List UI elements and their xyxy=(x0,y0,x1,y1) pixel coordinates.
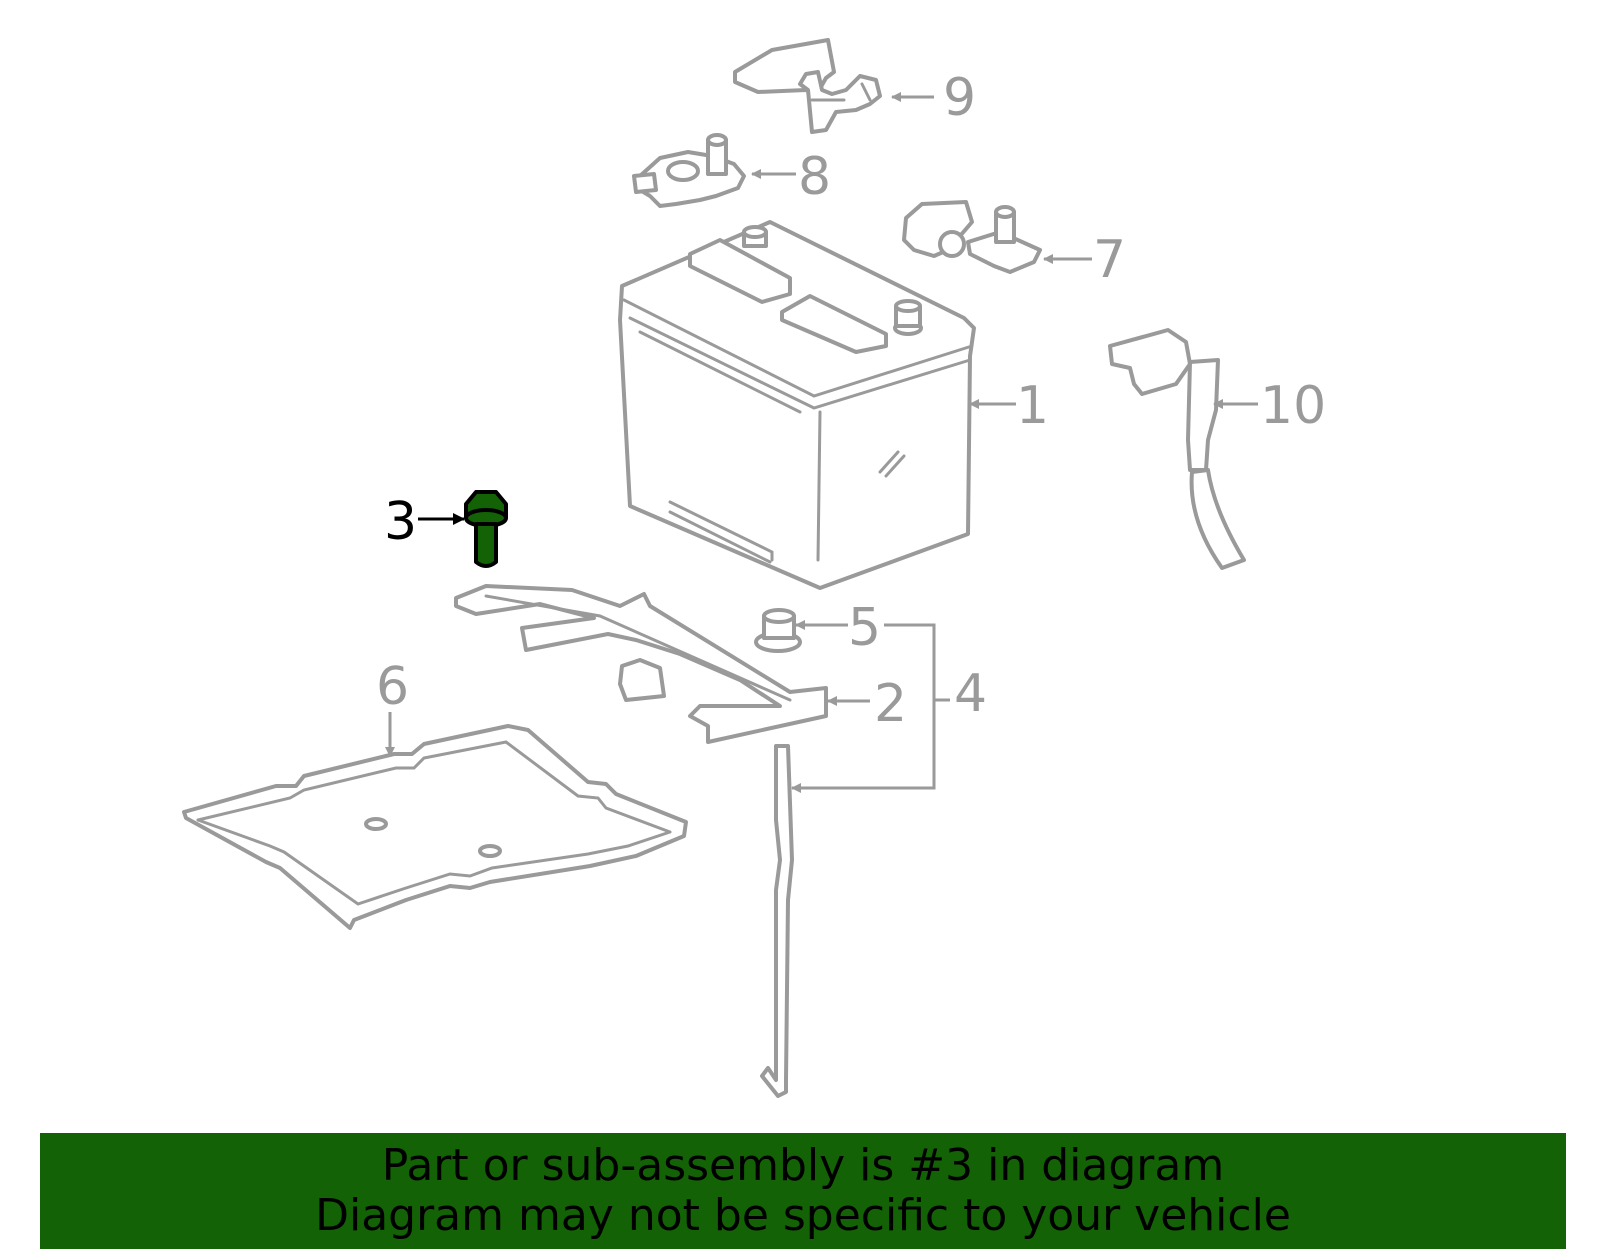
part-5-nut xyxy=(754,608,802,653)
banner-part-note: Part or sub-assembly is #3 in diagram xyxy=(381,1140,1225,1191)
part-7-positive-terminal xyxy=(902,200,1042,274)
callout-8: 8 xyxy=(798,147,831,207)
info-banner: Part or sub-assembly is #3 in diagram Di… xyxy=(40,1133,1566,1249)
callout-labels: 9 8 7 1 10 3 5 6 2 4 xyxy=(376,68,1326,734)
callout-1: 1 xyxy=(1016,376,1049,436)
callout-4: 4 xyxy=(954,664,987,724)
part-3-bolt xyxy=(464,490,508,568)
part-8-terminal-clamp xyxy=(632,133,746,208)
part-9-terminal-cover xyxy=(733,38,882,134)
leader-lines xyxy=(385,92,1258,793)
callout-7: 7 xyxy=(1093,230,1126,290)
part-4-j-bolt xyxy=(760,744,794,1098)
banner-vehicle-disclaimer: Diagram may not be specific to your vehi… xyxy=(315,1190,1291,1241)
callout-6: 6 xyxy=(376,657,409,717)
callout-3: 3 xyxy=(384,492,417,552)
part-2-hold-down-clamp xyxy=(454,584,828,744)
callout-2: 2 xyxy=(874,674,907,734)
callout-5: 5 xyxy=(848,598,881,658)
part-1-battery xyxy=(618,220,976,590)
part-6-battery-tray xyxy=(182,724,688,930)
part-10-negative-cable xyxy=(1108,328,1246,570)
callout-10: 10 xyxy=(1260,376,1326,436)
callout-9: 9 xyxy=(943,68,976,128)
